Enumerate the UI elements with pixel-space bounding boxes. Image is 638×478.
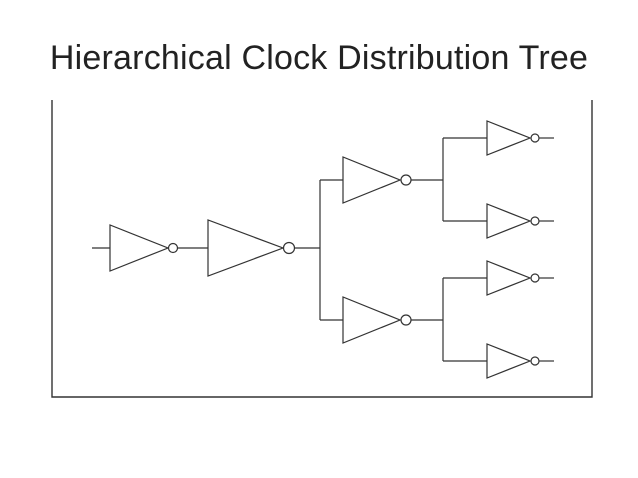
branch-2-3: [294, 179, 343, 321]
inverter-stage4-3: [486, 260, 554, 296]
inverter-triangle: [486, 260, 532, 296]
branch-3-4-top: [411, 137, 487, 222]
diagram-frame: [51, 100, 593, 398]
inverter-triangle: [109, 224, 170, 272]
branch-3-4-bottom: [411, 277, 487, 362]
inverter-triangle: [486, 203, 532, 239]
inverter-bubble: [530, 356, 540, 366]
inverter-triangle: [486, 343, 532, 379]
slide-title: Hierarchical Clock Distribution Tree: [49, 39, 589, 77]
inverter-stage4-4: [486, 343, 554, 379]
inverter-stage2: [207, 219, 296, 277]
inverter-triangle: [207, 219, 285, 277]
inverter-bubble: [530, 273, 540, 283]
inverter-triangle: [342, 296, 402, 344]
inverter-triangle: [486, 120, 532, 156]
inverter-stage1: [92, 224, 179, 272]
inverter-stage4-1: [486, 120, 554, 156]
inverter-bubble: [400, 314, 412, 326]
inverter-stage3-top: [342, 156, 412, 204]
inverter-stage4-2: [486, 203, 554, 239]
inverter-bubble: [167, 242, 179, 254]
inverter-stage3-bottom: [342, 296, 412, 344]
inverter-bubble: [530, 216, 540, 226]
inverter-triangle: [342, 156, 402, 204]
inverter-bubble: [282, 241, 296, 255]
inverter-bubble: [400, 174, 412, 186]
inverter-bubble: [530, 133, 540, 143]
